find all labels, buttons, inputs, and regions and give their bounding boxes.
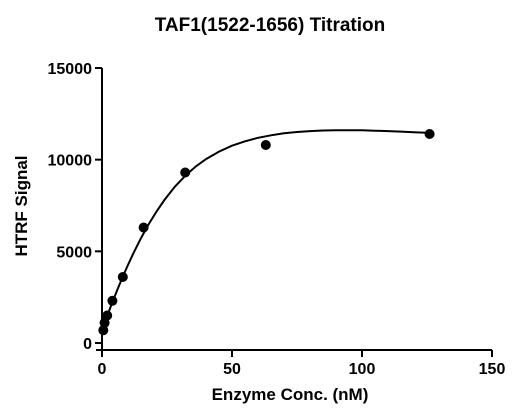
- x-tick-label: 50: [223, 361, 241, 378]
- data-point: [260, 140, 271, 150]
- chart-title: TAF1(1522-1656) Titration: [155, 15, 386, 36]
- y-tick-label: 5000: [56, 244, 92, 261]
- data-point: [117, 272, 128, 282]
- points-layer: [98, 129, 435, 336]
- data-point: [102, 310, 113, 321]
- y-axis-label: HTRF Signal: [12, 155, 31, 256]
- x-tick-label: 100: [349, 361, 376, 378]
- x-tick-label: 0: [98, 361, 107, 378]
- fit-curve: [101, 129, 430, 331]
- data-point: [138, 222, 149, 233]
- data-point: [180, 167, 191, 178]
- axes: 0 5000 10000 15000 0 50 100 150: [48, 61, 506, 378]
- x-tick-label: 150: [479, 361, 506, 378]
- data-point: [424, 129, 435, 139]
- data-point: [107, 295, 118, 306]
- y-tick-label: 15000: [48, 61, 93, 78]
- y-tick-label: 10000: [48, 153, 93, 170]
- fit-curve-layer: [101, 129, 430, 331]
- x-axis-label: Enzyme Conc. (nM): [212, 385, 369, 404]
- y-tick-label: 0: [83, 336, 92, 353]
- data-point: [98, 325, 109, 336]
